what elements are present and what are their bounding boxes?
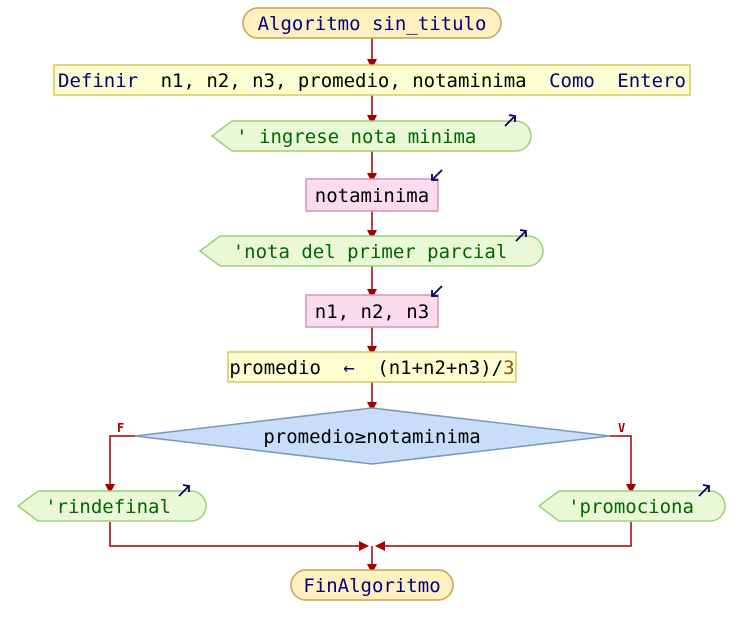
output-ingrese-nota-minima: ' ingrese nota minima bbox=[210, 114, 532, 152]
input1-text: notaminima bbox=[315, 185, 429, 207]
start-terminal: Algoritmo sin_titulo bbox=[242, 7, 502, 39]
connectors bbox=[105, 37, 636, 574]
assign-text: promedio ← (n1+n2+n3)/3 bbox=[229, 357, 514, 379]
output-arrow-icon bbox=[515, 229, 527, 242]
assign-expr: (n1+n2+n3)/ bbox=[377, 357, 503, 379]
connector-true-merge bbox=[375, 522, 632, 551]
assign-process: promedio ← (n1+n2+n3)/3 bbox=[227, 351, 517, 383]
start-text: Algoritmo sin_titulo bbox=[258, 13, 487, 35]
input2-text: n1, n2, n3 bbox=[315, 301, 429, 323]
output-false-text: 'rindefinal bbox=[45, 496, 171, 518]
output-rindefinal: 'rindefinal bbox=[16, 484, 207, 522]
connector-decision-true bbox=[610, 435, 636, 494]
decision-promedio: promedio≥notaminima F V bbox=[117, 407, 625, 465]
assign-arrow: ← bbox=[343, 357, 354, 379]
end-text: FinAlgoritmo bbox=[303, 575, 440, 597]
define-vars: n1, n2, n3, promedio, notaminima bbox=[161, 70, 527, 92]
define-as-keyword: Como bbox=[549, 70, 595, 92]
assign-number: 3 bbox=[503, 357, 514, 379]
output-arrow-icon bbox=[504, 114, 516, 127]
output-arrow-icon bbox=[178, 484, 190, 497]
decision-false-label: F bbox=[117, 421, 124, 435]
output2-text: 'nota del primer parcial bbox=[233, 241, 508, 263]
end-terminal: FinAlgoritmo bbox=[290, 569, 454, 601]
define-type: Entero bbox=[617, 70, 686, 92]
input-n1-n2-n3: n1, n2, n3 bbox=[305, 285, 443, 328]
decision-text: promedio≥notaminima bbox=[263, 426, 480, 448]
connector-false-merge bbox=[109, 522, 369, 551]
input-arrow-icon bbox=[431, 169, 443, 181]
input-arrow-icon bbox=[431, 285, 443, 297]
output-promociona: 'promociona bbox=[537, 484, 726, 522]
define-text: Definir n1, n2, n3, promedio, notaminima… bbox=[58, 70, 686, 92]
output-true-text: 'promociona bbox=[568, 496, 694, 518]
output1-text: ' ingrese nota minima bbox=[236, 126, 488, 148]
assign-var: promedio bbox=[229, 357, 321, 379]
define-keyword: Definir bbox=[58, 70, 138, 92]
input-notaminima: notaminima bbox=[305, 169, 443, 212]
output-nota-primer-parcial: 'nota del primer parcial bbox=[198, 229, 544, 267]
connector-decision-false bbox=[105, 435, 135, 494]
define-process: Definir n1, n2, n3, promedio, notaminima… bbox=[53, 64, 691, 96]
output-arrow-icon bbox=[698, 484, 710, 497]
decision-true-label: V bbox=[618, 421, 625, 435]
